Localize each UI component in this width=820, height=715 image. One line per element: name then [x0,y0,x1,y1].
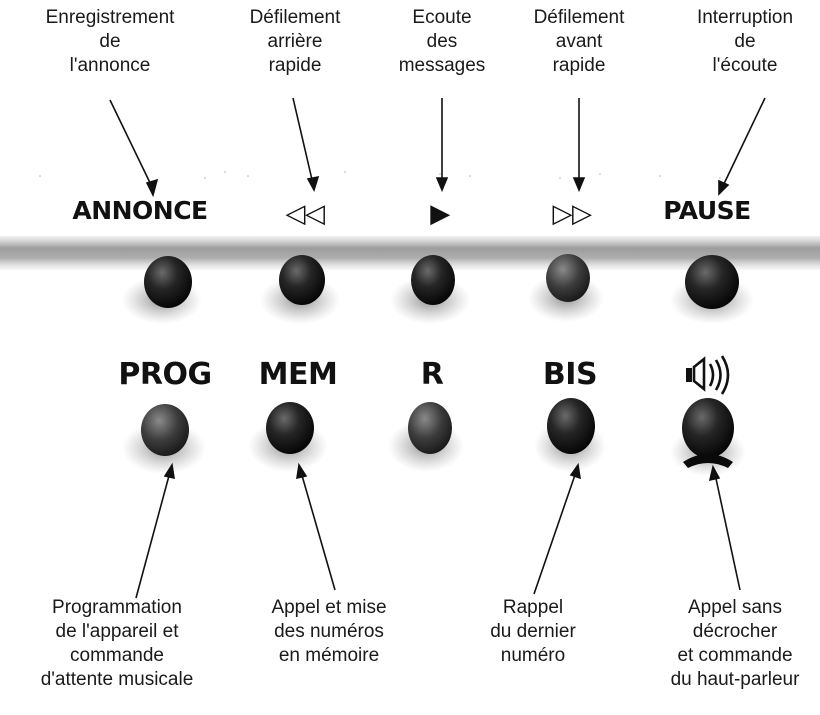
arrow-mem [300,471,336,591]
caption-speaker: Appel sans décrocher et commande du haut… [670,597,800,690]
handset-icon [683,454,733,468]
arrow-speaker [714,473,741,591]
caption-forward: Défilement avant rapide [533,7,625,76]
label-forward: ▷▷ [552,199,593,229]
bottom-arrows [135,462,741,599]
top-arrows [109,97,766,198]
label-pause: PAUSE [663,196,751,225]
knob-r [408,402,452,454]
label-mem: MEM [258,357,338,392]
arrow-rewind [292,97,314,185]
label-play: ▶ [430,199,450,229]
label-rewind: ◁◁ [285,199,326,229]
knob-bis [547,398,595,454]
label-bis: BIS [542,357,598,392]
knob-row-2 [122,398,746,476]
knob-forward [546,254,590,302]
caption-bis: Rappel du dernier numéro [490,597,576,666]
knob-rewind [279,255,325,305]
caption-rewind: Défilement arrière rapide [249,7,341,76]
knob-speaker [682,398,734,458]
speckle-row [39,171,721,180]
caption-pause: Interruption de l'écoute [696,7,794,76]
caption-annonce: Enregistrement de l'annonce [45,7,175,76]
knob-annonce [144,256,192,308]
arrow-annonce [109,99,154,190]
label-r: R [420,357,444,392]
knob-row-1 [122,254,754,324]
caption-prog: Programmation de l'appareil et commande … [40,597,194,690]
label-prog: PROG [118,357,212,392]
knob-play [411,255,455,305]
speaker-icon [686,355,730,395]
arrow-prog [135,471,171,599]
knob-mem [266,402,314,454]
knob-prog [141,404,189,456]
caption-mem: Appel et mise des numéros en mémoire [271,597,387,666]
arrow-bis [533,471,577,595]
knob-pause [685,255,739,309]
textured-bar [0,236,820,270]
caption-play: Ecoute des messages [398,7,486,76]
label-annonce: ANNONCE [72,196,208,225]
arrow-pause [721,97,766,189]
